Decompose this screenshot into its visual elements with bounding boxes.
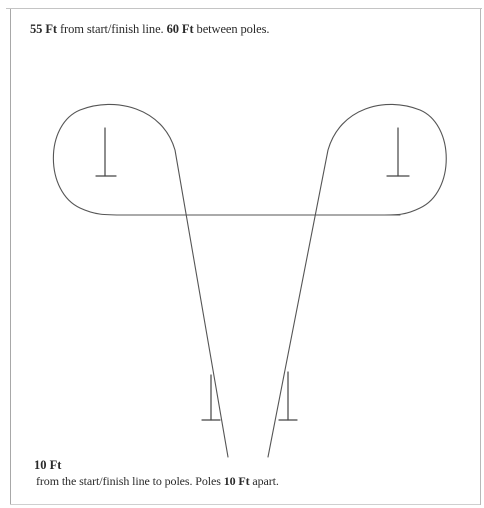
bottom-caption-text-2: apart. [249,474,279,488]
frame-left-border [10,9,11,505]
top-caption-distance-1: 55 Ft [30,22,57,36]
bottom-caption-text-1: from the start/finish line to poles. Pol… [36,474,224,488]
top-caption-text-1: from start/finish line. [56,22,167,36]
right-loop-path [267,103,447,458]
bottom-caption: from the start/finish line to poles. Pol… [36,474,279,489]
top-caption-text-2: between poles. [193,22,270,36]
left-top-pole [95,127,117,177]
bottom-caption-heading: 10 Ft [34,458,62,472]
bottom-right-pole [278,371,298,421]
bottom-caption-block: 10 Ft from the start/finish line to pole… [34,458,279,489]
top-caption-distance-2: 60 Ft [166,22,194,36]
right-top-pole [386,127,410,177]
frame-top-border [6,8,482,9]
frame-right-border [480,9,481,505]
frame-bottom-border [10,504,480,505]
bottom-left-pole [201,374,221,421]
bottom-caption-distance: 10 Ft [223,474,250,488]
left-loop-path [52,103,401,458]
top-caption: 55 Ft from start/finish line. 60 Ft betw… [30,22,270,37]
